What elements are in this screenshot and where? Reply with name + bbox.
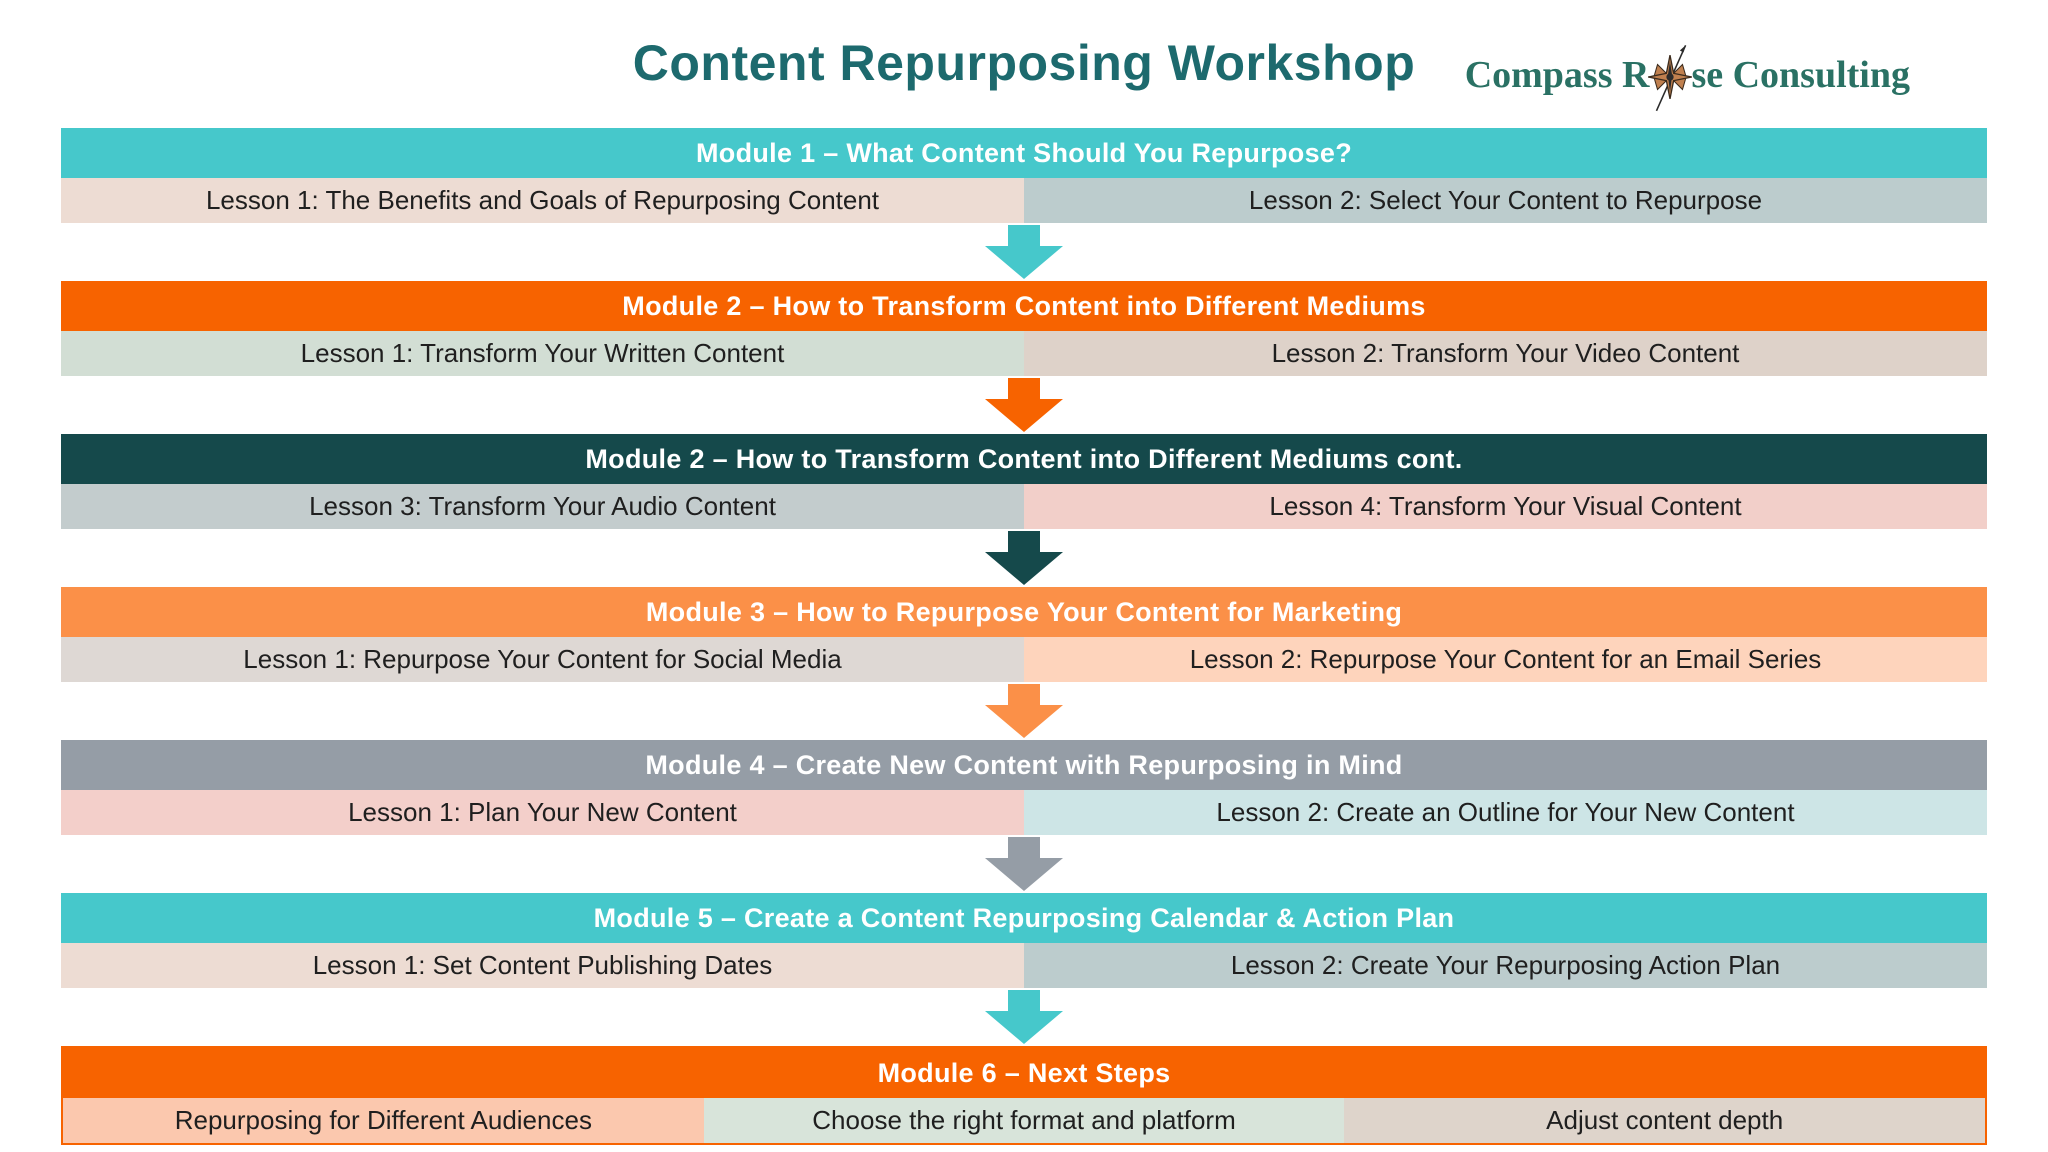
module-block: Module 5 – Create a Content Repurposing …	[61, 893, 1987, 988]
lesson-cell: Lesson 2: Create Your Repurposing Action…	[1024, 943, 1987, 988]
module-title: Module 1 – What Content Should You Repur…	[61, 128, 1987, 178]
lesson-row: Lesson 1: The Benefits and Goals of Repu…	[61, 178, 1987, 223]
module-block: Module 2 – How to Transform Content into…	[61, 434, 1987, 529]
module-block: Module 4 – Create New Content with Repur…	[61, 740, 1987, 835]
lesson-cell: Lesson 2: Transform Your Video Content	[1024, 331, 1987, 376]
module-title: Module 2 – How to Transform Content into…	[61, 434, 1987, 484]
module-title: Module 2 – How to Transform Content into…	[61, 281, 1987, 331]
module-flow: Module 1 – What Content Should You Repur…	[61, 128, 1987, 1145]
down-arrow-icon	[61, 835, 1987, 893]
lesson-cell: Lesson 2: Select Your Content to Repurpo…	[1024, 178, 1987, 223]
lesson-cell: Repurposing for Different Audiences	[63, 1098, 704, 1143]
lesson-cell: Lesson 2: Repurpose Your Content for an …	[1024, 637, 1987, 682]
lesson-cell: Lesson 2: Create an Outline for Your New…	[1024, 790, 1987, 835]
lesson-cell: Adjust content depth	[1344, 1098, 1986, 1143]
module-title: Module 6 – Next Steps	[63, 1048, 1985, 1098]
brand-logo-text-suffix: se Consulting	[1691, 54, 1910, 96]
lesson-cell: Lesson 1: The Benefits and Goals of Repu…	[61, 178, 1024, 223]
lesson-cell: Choose the right format and platform	[703, 1098, 1345, 1143]
module-block: Module 1 – What Content Should You Repur…	[61, 128, 1987, 223]
lesson-cell: Lesson 1: Set Content Publishing Dates	[61, 943, 1024, 988]
brand-logo: Compass R se Consulting	[1465, 36, 1910, 114]
lesson-cell: Lesson 1: Plan Your New Content	[61, 790, 1024, 835]
page-title: Content Repurposing Workshop	[632, 35, 1416, 91]
compass-rose-icon	[1648, 44, 1693, 112]
module-title: Module 5 – Create a Content Repurposing …	[61, 893, 1987, 943]
module-block: Module 3 – How to Repurpose Your Content…	[61, 587, 1987, 682]
down-arrow-icon	[61, 376, 1987, 434]
down-arrow-icon	[61, 682, 1987, 740]
lesson-row: Lesson 1: Repurpose Your Content for Soc…	[61, 637, 1987, 682]
down-arrow-icon	[61, 223, 1987, 281]
down-arrow-icon	[61, 529, 1987, 587]
lesson-row: Lesson 1: Transform Your Written Content…	[61, 331, 1987, 376]
module-title: Module 3 – How to Repurpose Your Content…	[61, 587, 1987, 637]
lesson-cell: Lesson 1: Repurpose Your Content for Soc…	[61, 637, 1024, 682]
page-header: Content Repurposing Workshop Compass R s…	[0, 0, 2048, 128]
lesson-cell: Lesson 1: Transform Your Written Content	[61, 331, 1024, 376]
brand-logo-text-prefix: Compass R	[1464, 54, 1650, 96]
lesson-cell: Lesson 3: Transform Your Audio Content	[61, 484, 1024, 529]
module-block: Module 2 – How to Transform Content into…	[61, 281, 1987, 376]
lesson-cell: Lesson 4: Transform Your Visual Content	[1024, 484, 1987, 529]
module-title: Module 4 – Create New Content with Repur…	[61, 740, 1987, 790]
down-arrow-icon	[61, 988, 1987, 1046]
